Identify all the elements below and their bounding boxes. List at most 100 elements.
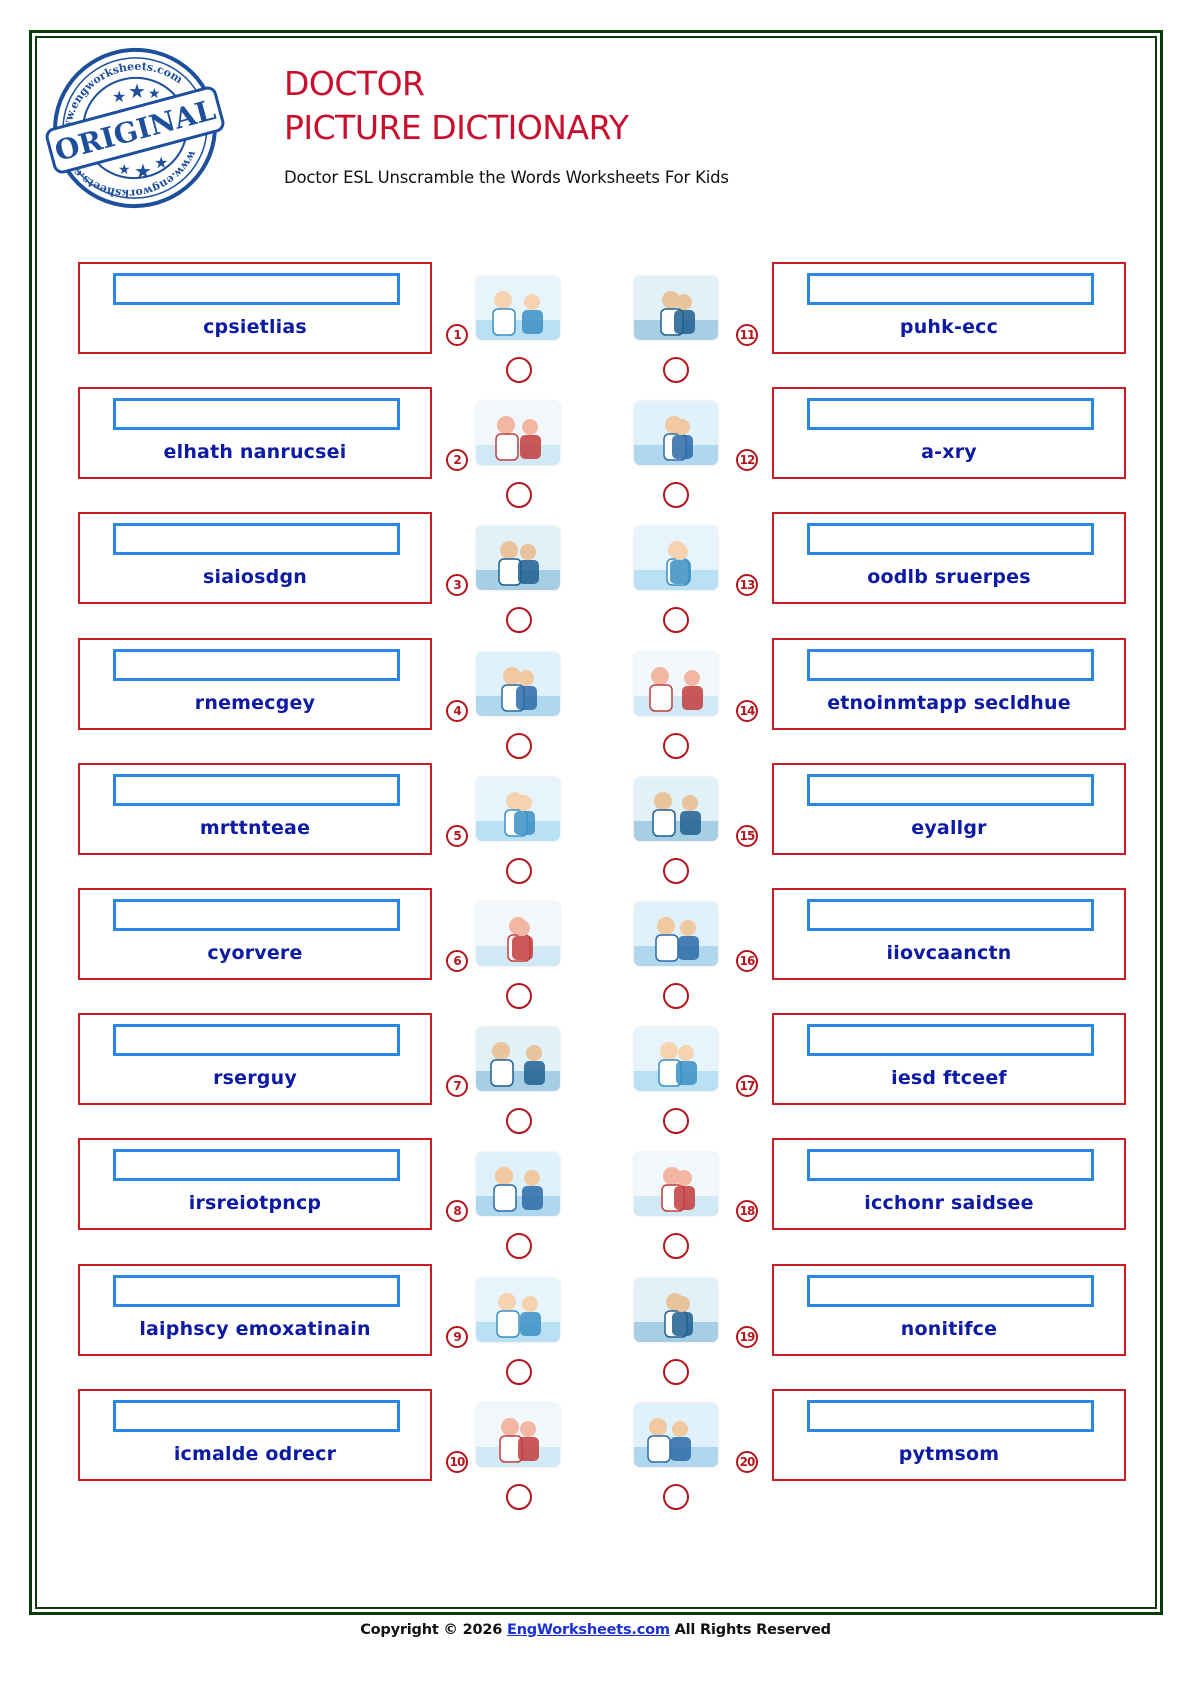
answer-circle-11[interactable] <box>663 357 689 383</box>
scrambled-word: laiphscy emoxatinain <box>139 1318 371 1340</box>
word-box-6: cyorvere <box>78 888 432 980</box>
word-box-19: nonitifce <box>772 1264 1126 1356</box>
answer-circle-17[interactable] <box>663 1108 689 1134</box>
item-number-badge: 4 <box>446 700 468 722</box>
answer-circle-10[interactable] <box>506 1484 532 1510</box>
answer-input-10[interactable] <box>113 1400 400 1432</box>
word-box-20: pytmsom <box>772 1389 1126 1481</box>
scrambled-word: puhk-ecc <box>899 316 999 338</box>
answer-input-13[interactable] <box>807 523 1094 555</box>
answer-circle-4[interactable] <box>506 733 532 759</box>
girl-holding-chest-picture <box>476 1027 560 1091</box>
woman-touching-throat-picture <box>476 526 560 590</box>
answer-circle-7[interactable] <box>506 1108 532 1134</box>
answer-circle-6[interactable] <box>506 983 532 1009</box>
answer-input-15[interactable] <box>807 774 1094 806</box>
scrambled-word: oodlb sruerpes <box>867 566 1031 588</box>
word-box-1: cpsietlias <box>78 262 432 354</box>
answer-input-17[interactable] <box>807 1024 1094 1056</box>
answer-circle-9[interactable] <box>506 1359 532 1385</box>
boy-with-thermometer-and-germs-picture <box>634 276 718 340</box>
scrambled-word: a-xry <box>921 441 977 463</box>
scrambled-word: eyallgr <box>911 817 987 839</box>
clipboard-with-stethoscope-picture <box>476 652 560 716</box>
page-border-inner <box>35 36 1157 1609</box>
answer-input-1[interactable] <box>113 273 400 305</box>
scrambled-word: elhath nanrucsei <box>163 441 347 463</box>
answer-input-11[interactable] <box>807 273 1094 305</box>
item-number-badge: 15 <box>736 825 758 847</box>
two-doctors-with-clipboard-picture <box>476 276 560 340</box>
answer-circle-20[interactable] <box>663 1484 689 1510</box>
word-box-15: eyallgr <box>772 763 1126 855</box>
word-box-9: laiphscy emoxatinain <box>78 1264 432 1356</box>
word-box-5: mrttnteae <box>78 763 432 855</box>
original-stamp-logo: www.engworksheets.com www.engworksheets.… <box>40 40 225 209</box>
word-box-18: icchonr saidsee <box>772 1138 1126 1230</box>
answer-circle-12[interactable] <box>663 482 689 508</box>
answer-circle-8[interactable] <box>506 1233 532 1259</box>
boy-sneezing-into-tissue-picture <box>476 1403 560 1467</box>
answer-input-19[interactable] <box>807 1275 1094 1307</box>
scrambled-word: cpsietlias <box>203 316 307 338</box>
item-number-badge: 19 <box>736 1326 758 1348</box>
answer-circle-13[interactable] <box>663 607 689 633</box>
item-number-badge: 18 <box>736 1200 758 1222</box>
answer-input-3[interactable] <box>113 523 400 555</box>
answer-input-9[interactable] <box>113 1275 400 1307</box>
copyright-footer: Copyright © 2026 EngWorksheets.com All R… <box>0 1622 1191 1638</box>
item-number-badge: 6 <box>446 950 468 972</box>
doctor-pointing-at-xray-picture <box>634 652 718 716</box>
scrambled-word: icchonr saidsee <box>864 1192 1034 1214</box>
answer-circle-16[interactable] <box>663 983 689 1009</box>
answer-input-7[interactable] <box>113 1024 400 1056</box>
word-box-4: rnemecgey <box>78 638 432 730</box>
answer-input-20[interactable] <box>807 1400 1094 1432</box>
svg-text:★: ★ <box>148 86 161 102</box>
word-box-14: etnoinmtapp secldhue <box>772 638 1126 730</box>
answer-input-12[interactable] <box>807 398 1094 430</box>
scrambled-word: nonitifce <box>900 1318 998 1340</box>
copyright-prefix: Copyright © 2026 <box>360 1622 507 1638</box>
scrambled-word: irsreiotpncp <box>188 1192 322 1214</box>
doctor-listening-with-stethoscope-picture <box>634 777 718 841</box>
word-box-10: icmalde odrecr <box>78 1389 432 1481</box>
answer-input-14[interactable] <box>807 649 1094 681</box>
insurance-form-and-cash-picture <box>634 526 718 590</box>
answer-input-6[interactable] <box>113 899 400 931</box>
answer-circle-14[interactable] <box>663 733 689 759</box>
answer-input-8[interactable] <box>113 1149 400 1181</box>
answer-circle-2[interactable] <box>506 482 532 508</box>
page-border-outer <box>29 30 1163 1615</box>
answer-circle-5[interactable] <box>506 858 532 884</box>
answer-input-18[interactable] <box>807 1149 1094 1181</box>
word-box-2: elhath nanrucsei <box>78 387 432 479</box>
item-number-badge: 7 <box>446 1075 468 1097</box>
page-title-line2: PICTURE DICTIONARY <box>284 108 629 147</box>
engworksheets-link[interactable]: EngWorksheets.com <box>506 1622 670 1638</box>
answer-circle-3[interactable] <box>506 607 532 633</box>
calendar-with-stethoscope-picture <box>634 1278 718 1342</box>
answer-circle-18[interactable] <box>663 1233 689 1259</box>
svg-text:★: ★ <box>118 162 131 178</box>
answer-input-16[interactable] <box>807 899 1094 931</box>
svg-text:★: ★ <box>112 87 126 106</box>
item-number-badge: 9 <box>446 1326 468 1348</box>
scrambled-word: iiovcaanctn <box>886 942 1012 964</box>
word-box-17: iesd ftceef <box>772 1013 1126 1105</box>
nurse-giving-injection-picture <box>476 1278 560 1342</box>
item-number-badge: 13 <box>736 574 758 596</box>
scrambled-word: pytmsom <box>898 1443 1000 1465</box>
word-box-7: rserguy <box>78 1013 432 1105</box>
item-number-badge: 14 <box>736 700 758 722</box>
item-number-badge: 5 <box>446 825 468 847</box>
item-number-badge: 2 <box>446 449 468 471</box>
answer-input-5[interactable] <box>113 774 400 806</box>
answer-input-4[interactable] <box>113 649 400 681</box>
answer-input-2[interactable] <box>113 398 400 430</box>
answer-circle-19[interactable] <box>663 1359 689 1385</box>
scrambled-word: cyorvere <box>207 942 303 964</box>
answer-circle-15[interactable] <box>663 858 689 884</box>
item-number-badge: 17 <box>736 1075 758 1097</box>
answer-circle-1[interactable] <box>506 357 532 383</box>
